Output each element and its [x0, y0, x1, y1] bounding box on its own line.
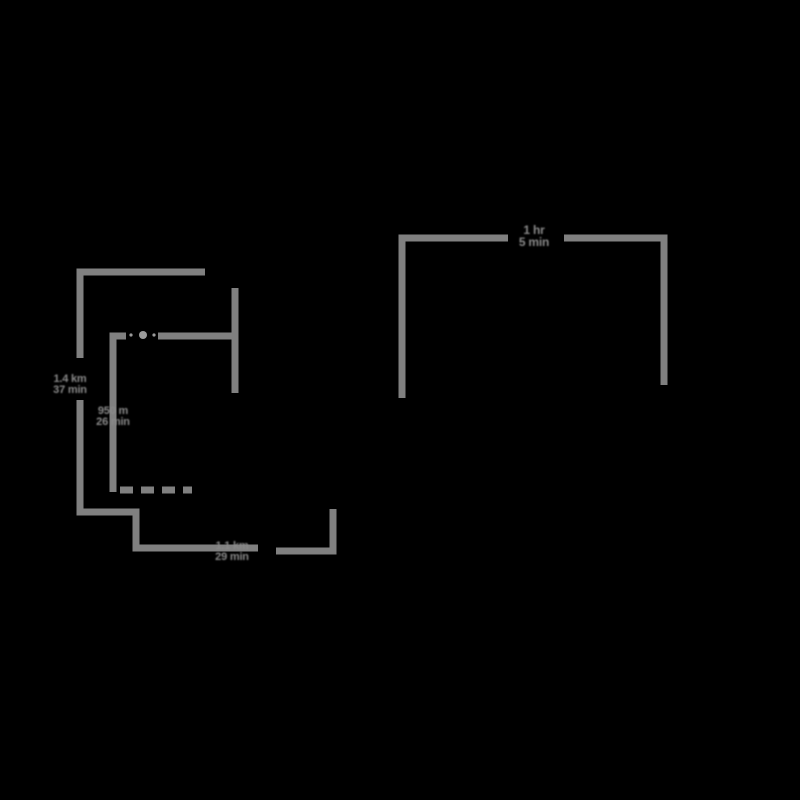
- branch-route-middle[interactable]: [109, 332, 126, 492]
- waypoint-dot[interactable]: [139, 331, 147, 339]
- route-eta-label-right-distance: 1 hr: [523, 222, 545, 237]
- bottom-return-leg[interactable]: [276, 509, 337, 555]
- markers-group: [129, 331, 156, 339]
- route-eta-label-middle-distance: 950 m: [97, 404, 129, 417]
- secondary-route[interactable]: [398, 234, 508, 398]
- routes-group: [76, 234, 668, 555]
- route-eta-label-bottom-distance: 1.1 km: [215, 539, 249, 552]
- waypoint-tick-right[interactable]: [152, 333, 156, 337]
- route-eta-label-bottom-duration: 29 min: [215, 551, 249, 563]
- waypoint-tick-left[interactable]: [129, 333, 133, 337]
- route-eta-label-middle-duration: 26 min: [96, 416, 130, 428]
- primary-route[interactable]: [76, 268, 205, 358]
- route-eta-label-left-distance: 1.4 km: [53, 372, 87, 385]
- primary-route-lower[interactable]: [76, 400, 258, 552]
- route-eta-label-left-duration: 37 min: [53, 384, 87, 396]
- route-eta-label-right-duration: 5 min: [518, 235, 550, 249]
- secondary-route-right[interactable]: [564, 234, 668, 385]
